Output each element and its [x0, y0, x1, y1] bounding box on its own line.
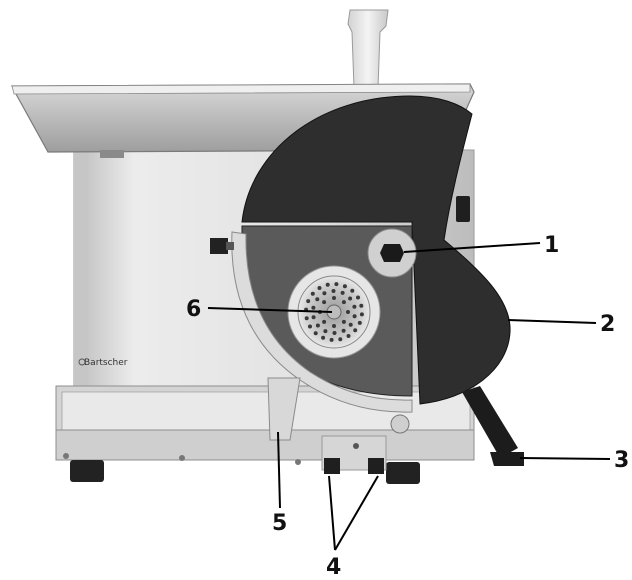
plate-hole	[329, 337, 334, 342]
plate-hole	[321, 335, 326, 340]
plate-hole	[359, 303, 364, 308]
food-stomper	[347, 9, 389, 89]
plate-hole	[315, 323, 320, 328]
callout-3: 3	[614, 448, 629, 473]
plate-hole	[348, 322, 353, 327]
side-switch	[456, 196, 470, 222]
plate-hole	[342, 284, 347, 289]
control-knob-left	[324, 458, 340, 474]
plate-hole	[322, 291, 327, 296]
plate-hole	[332, 296, 336, 300]
plate-hole	[313, 331, 318, 336]
leader-4a	[328, 475, 336, 551]
support-bar	[267, 377, 301, 441]
plate-hole	[350, 288, 355, 293]
plate-hole	[304, 316, 309, 321]
plate-hole	[356, 295, 360, 300]
plate-hole	[332, 331, 337, 335]
plate-hole	[340, 290, 345, 295]
plate-hole	[346, 334, 351, 338]
left-knob-icon	[210, 238, 234, 254]
callout-1: 1	[544, 233, 559, 258]
plate-hole	[334, 282, 339, 287]
plate-hole	[341, 300, 346, 305]
control-knob-right	[368, 458, 384, 474]
locking-knob	[367, 228, 417, 278]
foot-left	[70, 460, 104, 482]
plate-hole	[357, 320, 362, 325]
callout-labels: 1 2 3 4 5 6	[186, 233, 629, 580]
plate-hole	[322, 300, 327, 305]
plate-hole	[338, 337, 343, 342]
leader-2	[507, 319, 597, 324]
plate-hole	[315, 297, 320, 302]
brand-label: Bartscher	[84, 358, 128, 368]
plate-hole	[352, 314, 357, 319]
callout-leaders	[207, 242, 611, 551]
plate-hole	[311, 315, 316, 320]
crank-handle	[462, 386, 524, 466]
plate-hole	[348, 296, 353, 301]
safety-cover	[241, 95, 511, 405]
brand-logo-icon	[78, 358, 86, 366]
leader-3	[519, 457, 611, 460]
control-panel	[321, 435, 387, 474]
plate-hole	[322, 319, 327, 324]
plate-hole	[332, 324, 336, 328]
leader-1	[403, 242, 541, 253]
callout-2: 2	[600, 312, 615, 337]
plate-hole	[346, 310, 350, 314]
leader-5	[277, 431, 281, 509]
plate-hole	[310, 291, 315, 296]
plate-hole	[306, 299, 311, 304]
plate-hole	[359, 312, 364, 317]
callout-4: 4	[326, 555, 341, 580]
callout-5: 5	[272, 511, 287, 536]
hinge-roller	[390, 414, 410, 434]
plate-hole	[352, 304, 357, 309]
plate-hole	[341, 328, 346, 333]
plate-hole	[311, 305, 316, 310]
plate-hole	[331, 289, 336, 293]
plate-hole	[323, 329, 328, 334]
plate-hole	[341, 319, 346, 324]
plate-hole	[308, 324, 312, 329]
leader-4b	[334, 475, 379, 551]
leader-6	[207, 307, 333, 313]
perforated-cutting-plate	[287, 265, 381, 359]
callout-6: 6	[186, 297, 201, 322]
guard-arc	[231, 231, 413, 413]
plate-hole	[325, 282, 330, 287]
plate-hole	[353, 328, 358, 333]
foot-right	[386, 462, 420, 484]
plate-hole	[317, 286, 322, 290]
